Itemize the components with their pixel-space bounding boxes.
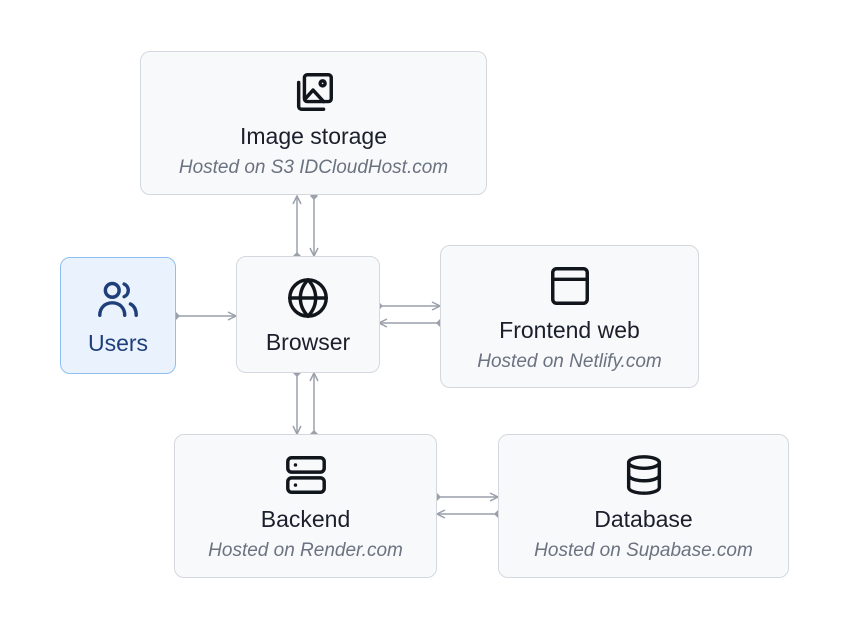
users-icon [95,276,141,322]
node-title: Backend [260,506,351,532]
server-icon [283,452,329,498]
images-icon [291,69,337,115]
node-title: Database [594,506,693,532]
node-users[interactable]: Users [60,257,176,374]
node-title: Image storage [239,123,388,149]
node-image-storage[interactable]: Image storage Hosted on S3 IDCloudHost.c… [140,51,487,195]
node-database[interactable]: Database Hosted on Supabase.com [498,434,789,578]
node-frontend-web[interactable]: Frontend web Hosted on Netlify.com [440,245,699,388]
node-subtitle: Hosted on Supabase.com [534,540,753,561]
node-title: Browser [265,329,351,355]
globe-icon [285,275,331,321]
node-subtitle: Hosted on Netlify.com [477,350,662,372]
node-backend[interactable]: Backend Hosted on Render.com [174,434,437,578]
database-icon [621,452,667,498]
node-subtitle: Hosted on S3 IDCloudHost.com [178,157,449,178]
browser-window-icon [547,263,593,309]
node-title: Users [87,330,149,356]
node-title: Frontend web [499,316,640,343]
node-subtitle: Hosted on Render.com [208,540,403,561]
node-browser[interactable]: Browser [236,256,380,373]
